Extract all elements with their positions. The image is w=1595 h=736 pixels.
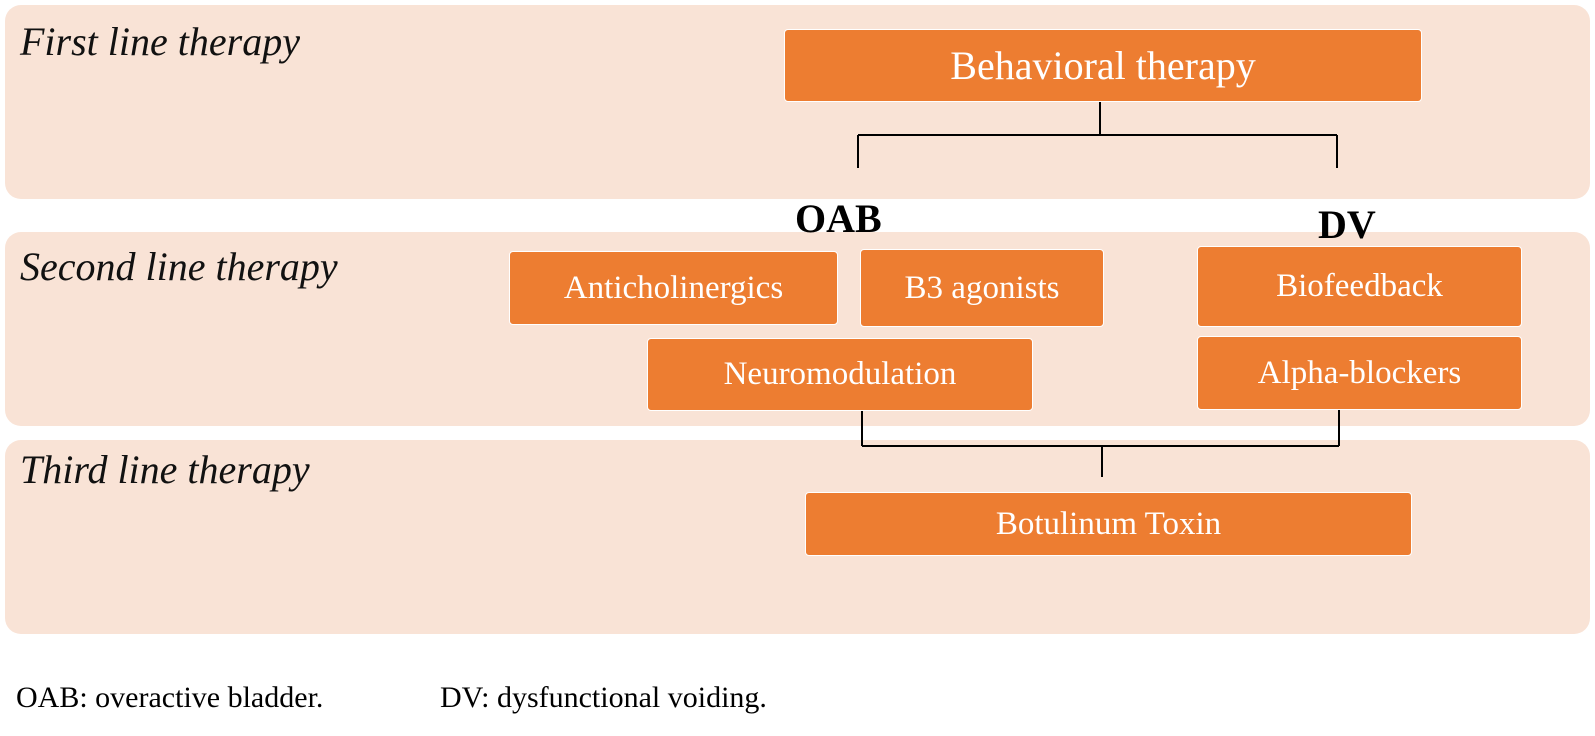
- botulinum-toxin-box: Botulinum Toxin: [805, 492, 1412, 556]
- neuromodulation-box: Neuromodulation: [647, 338, 1033, 411]
- botulinum-toxin-text: Botulinum Toxin: [995, 505, 1222, 542]
- neuromodulation-text: Neuromodulation: [723, 356, 957, 392]
- dv-footnote: DV: dysfunctional voiding.: [440, 681, 767, 714]
- b3-agonists-box: B3 agonists: [860, 249, 1104, 327]
- dv-group-label: DV: [1318, 202, 1376, 247]
- behavioral-therapy-text: Behavioral therapy: [950, 43, 1256, 88]
- alpha-blockers-box: Alpha-blockers: [1197, 336, 1522, 410]
- biofeedback-text: Biofeedback: [1276, 268, 1443, 304]
- b3-agonists-text: B3 agonists: [904, 269, 1060, 306]
- second-line-label: Second line therapy: [20, 244, 338, 289]
- anticholinergics-box: Anticholinergics: [509, 251, 838, 325]
- alpha-blockers-text: Alpha-blockers: [1257, 354, 1462, 391]
- biofeedback-box: Biofeedback: [1197, 246, 1522, 327]
- third-line-label: Third line therapy: [20, 447, 310, 492]
- oab-group-label: OAB: [795, 196, 882, 241]
- oab-footnote: OAB: overactive bladder.: [16, 681, 324, 714]
- behavioral-therapy-box: Behavioral therapy: [784, 29, 1422, 102]
- anticholinergics-text: Anticholinergics: [563, 269, 784, 306]
- first-line-label: First line therapy: [20, 19, 300, 64]
